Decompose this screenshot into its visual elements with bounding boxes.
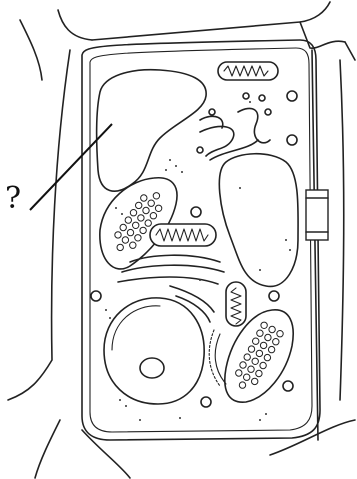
speck (179, 417, 181, 419)
speck (115, 207, 117, 209)
thylakoid-granum (145, 220, 151, 226)
thylakoid-granum (140, 227, 146, 233)
speck (289, 249, 291, 251)
thylakoid-granum (253, 338, 259, 344)
thylakoid-granum (127, 229, 133, 235)
thylakoid-granum (261, 322, 267, 328)
question-label: ? (5, 184, 21, 214)
thylakoid-granum (143, 207, 149, 213)
speck (139, 419, 141, 421)
thylakoid-granum (150, 213, 156, 219)
thylakoid-granum (252, 358, 258, 364)
thylakoid-granum (248, 366, 254, 372)
thylakoid-granum (141, 195, 147, 201)
thylakoid-granum (130, 210, 136, 216)
speck (125, 405, 127, 407)
speck (265, 413, 267, 415)
golgi-apparatus (197, 93, 271, 160)
speck (175, 165, 177, 167)
thylakoid-granum (236, 370, 242, 376)
thylakoid-granum (240, 362, 246, 368)
thylakoid-granum (135, 235, 141, 241)
speck (169, 159, 171, 161)
vacuole-upper-left (97, 70, 206, 191)
thylakoid-granum (125, 217, 131, 223)
thylakoid-granum (148, 200, 154, 206)
nucleus (104, 298, 204, 404)
thylakoid-granum (256, 350, 262, 356)
mitochondrion-right (226, 282, 246, 326)
thylakoid-granum (260, 362, 266, 368)
plasmodesmata (306, 190, 328, 240)
thylakoid-granum (248, 346, 254, 352)
thylakoid-granum (136, 202, 142, 208)
speck (249, 101, 251, 103)
speck (165, 169, 167, 171)
thylakoid-granum (138, 215, 144, 221)
thylakoid-granum (115, 232, 121, 238)
mitochondrion-top (218, 62, 278, 80)
thylakoid-granum (269, 326, 275, 332)
thylakoid-granum (117, 244, 123, 250)
thylakoid-granum (130, 242, 136, 248)
vacuole-right (219, 154, 298, 287)
speck (239, 187, 241, 189)
thylakoid-granum (264, 354, 270, 360)
thylakoid-granum (122, 237, 128, 243)
thylakoid-granum (252, 378, 258, 384)
thylakoid-granum (153, 193, 159, 199)
speck (119, 399, 121, 401)
speck (199, 279, 201, 281)
thylakoid-granum (273, 339, 279, 345)
speck (109, 317, 111, 319)
thylakoid-granum (244, 374, 250, 380)
speck (285, 239, 287, 241)
thylakoid-granum (120, 224, 126, 230)
thylakoid-granum (133, 222, 139, 228)
thylakoid-granum (277, 331, 283, 337)
thylakoid-granum (256, 370, 262, 376)
speck (259, 419, 261, 421)
thylakoid-granum (155, 205, 161, 211)
mitochondrion-middle (150, 224, 216, 246)
thylakoid-granum (239, 382, 245, 388)
thylakoid-granum (260, 342, 266, 348)
speck (121, 213, 123, 215)
speck (259, 269, 261, 271)
thylakoid-granum (257, 330, 263, 336)
thylakoid-granum (265, 334, 271, 340)
thylakoid-granum (268, 346, 274, 352)
thylakoid-granum (244, 354, 250, 360)
speck (105, 309, 107, 311)
nucleolus (140, 358, 164, 378)
speck (181, 171, 183, 173)
